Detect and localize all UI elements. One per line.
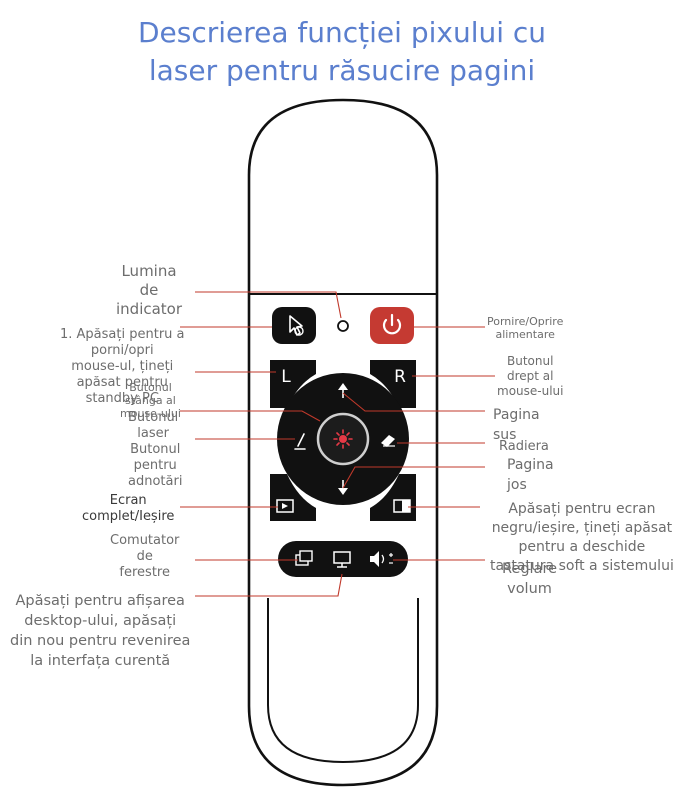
- label-eraser: Radiera: [499, 439, 549, 454]
- laser-icon: [333, 429, 353, 449]
- right-label: R: [394, 367, 406, 387]
- leader-lines: [180, 291, 495, 597]
- power-button[interactable]: [370, 307, 414, 344]
- touchpad-outline: [267, 598, 419, 764]
- leader-laser: [180, 410, 321, 422]
- play-screen-icon: [282, 503, 288, 509]
- volume-button[interactable]: [370, 551, 393, 567]
- pen-icon: [294, 433, 306, 450]
- indicator-light: [337, 320, 349, 332]
- leader-indicator: [195, 291, 342, 319]
- volume-icon: [370, 551, 379, 567]
- pointer-button[interactable]: [272, 307, 316, 344]
- left-label: L: [281, 367, 291, 387]
- page-title: Descrierea funcției pixului cu laser pen…: [0, 14, 684, 90]
- black-screen-button[interactable]: [370, 474, 416, 521]
- left-click-button[interactable]: L: [270, 360, 316, 408]
- fullscreen-button[interactable]: [270, 474, 316, 521]
- title-line-2: laser pentru răsucire pagini: [148, 54, 536, 87]
- power-icon: [382, 318, 402, 335]
- leader-desktop: [195, 573, 343, 597]
- right-click-button[interactable]: R: [370, 360, 416, 408]
- arrow-down-icon: [338, 480, 348, 495]
- leader-page-down: [342, 466, 485, 489]
- function-bar: [278, 541, 408, 577]
- eraser-icon: [381, 435, 395, 447]
- title-line-1: Descrierea funcției pixului cu: [137, 16, 547, 49]
- desktop-button[interactable]: [333, 551, 351, 568]
- cursor-icon: [289, 315, 303, 336]
- leader-page-up: [342, 392, 485, 412]
